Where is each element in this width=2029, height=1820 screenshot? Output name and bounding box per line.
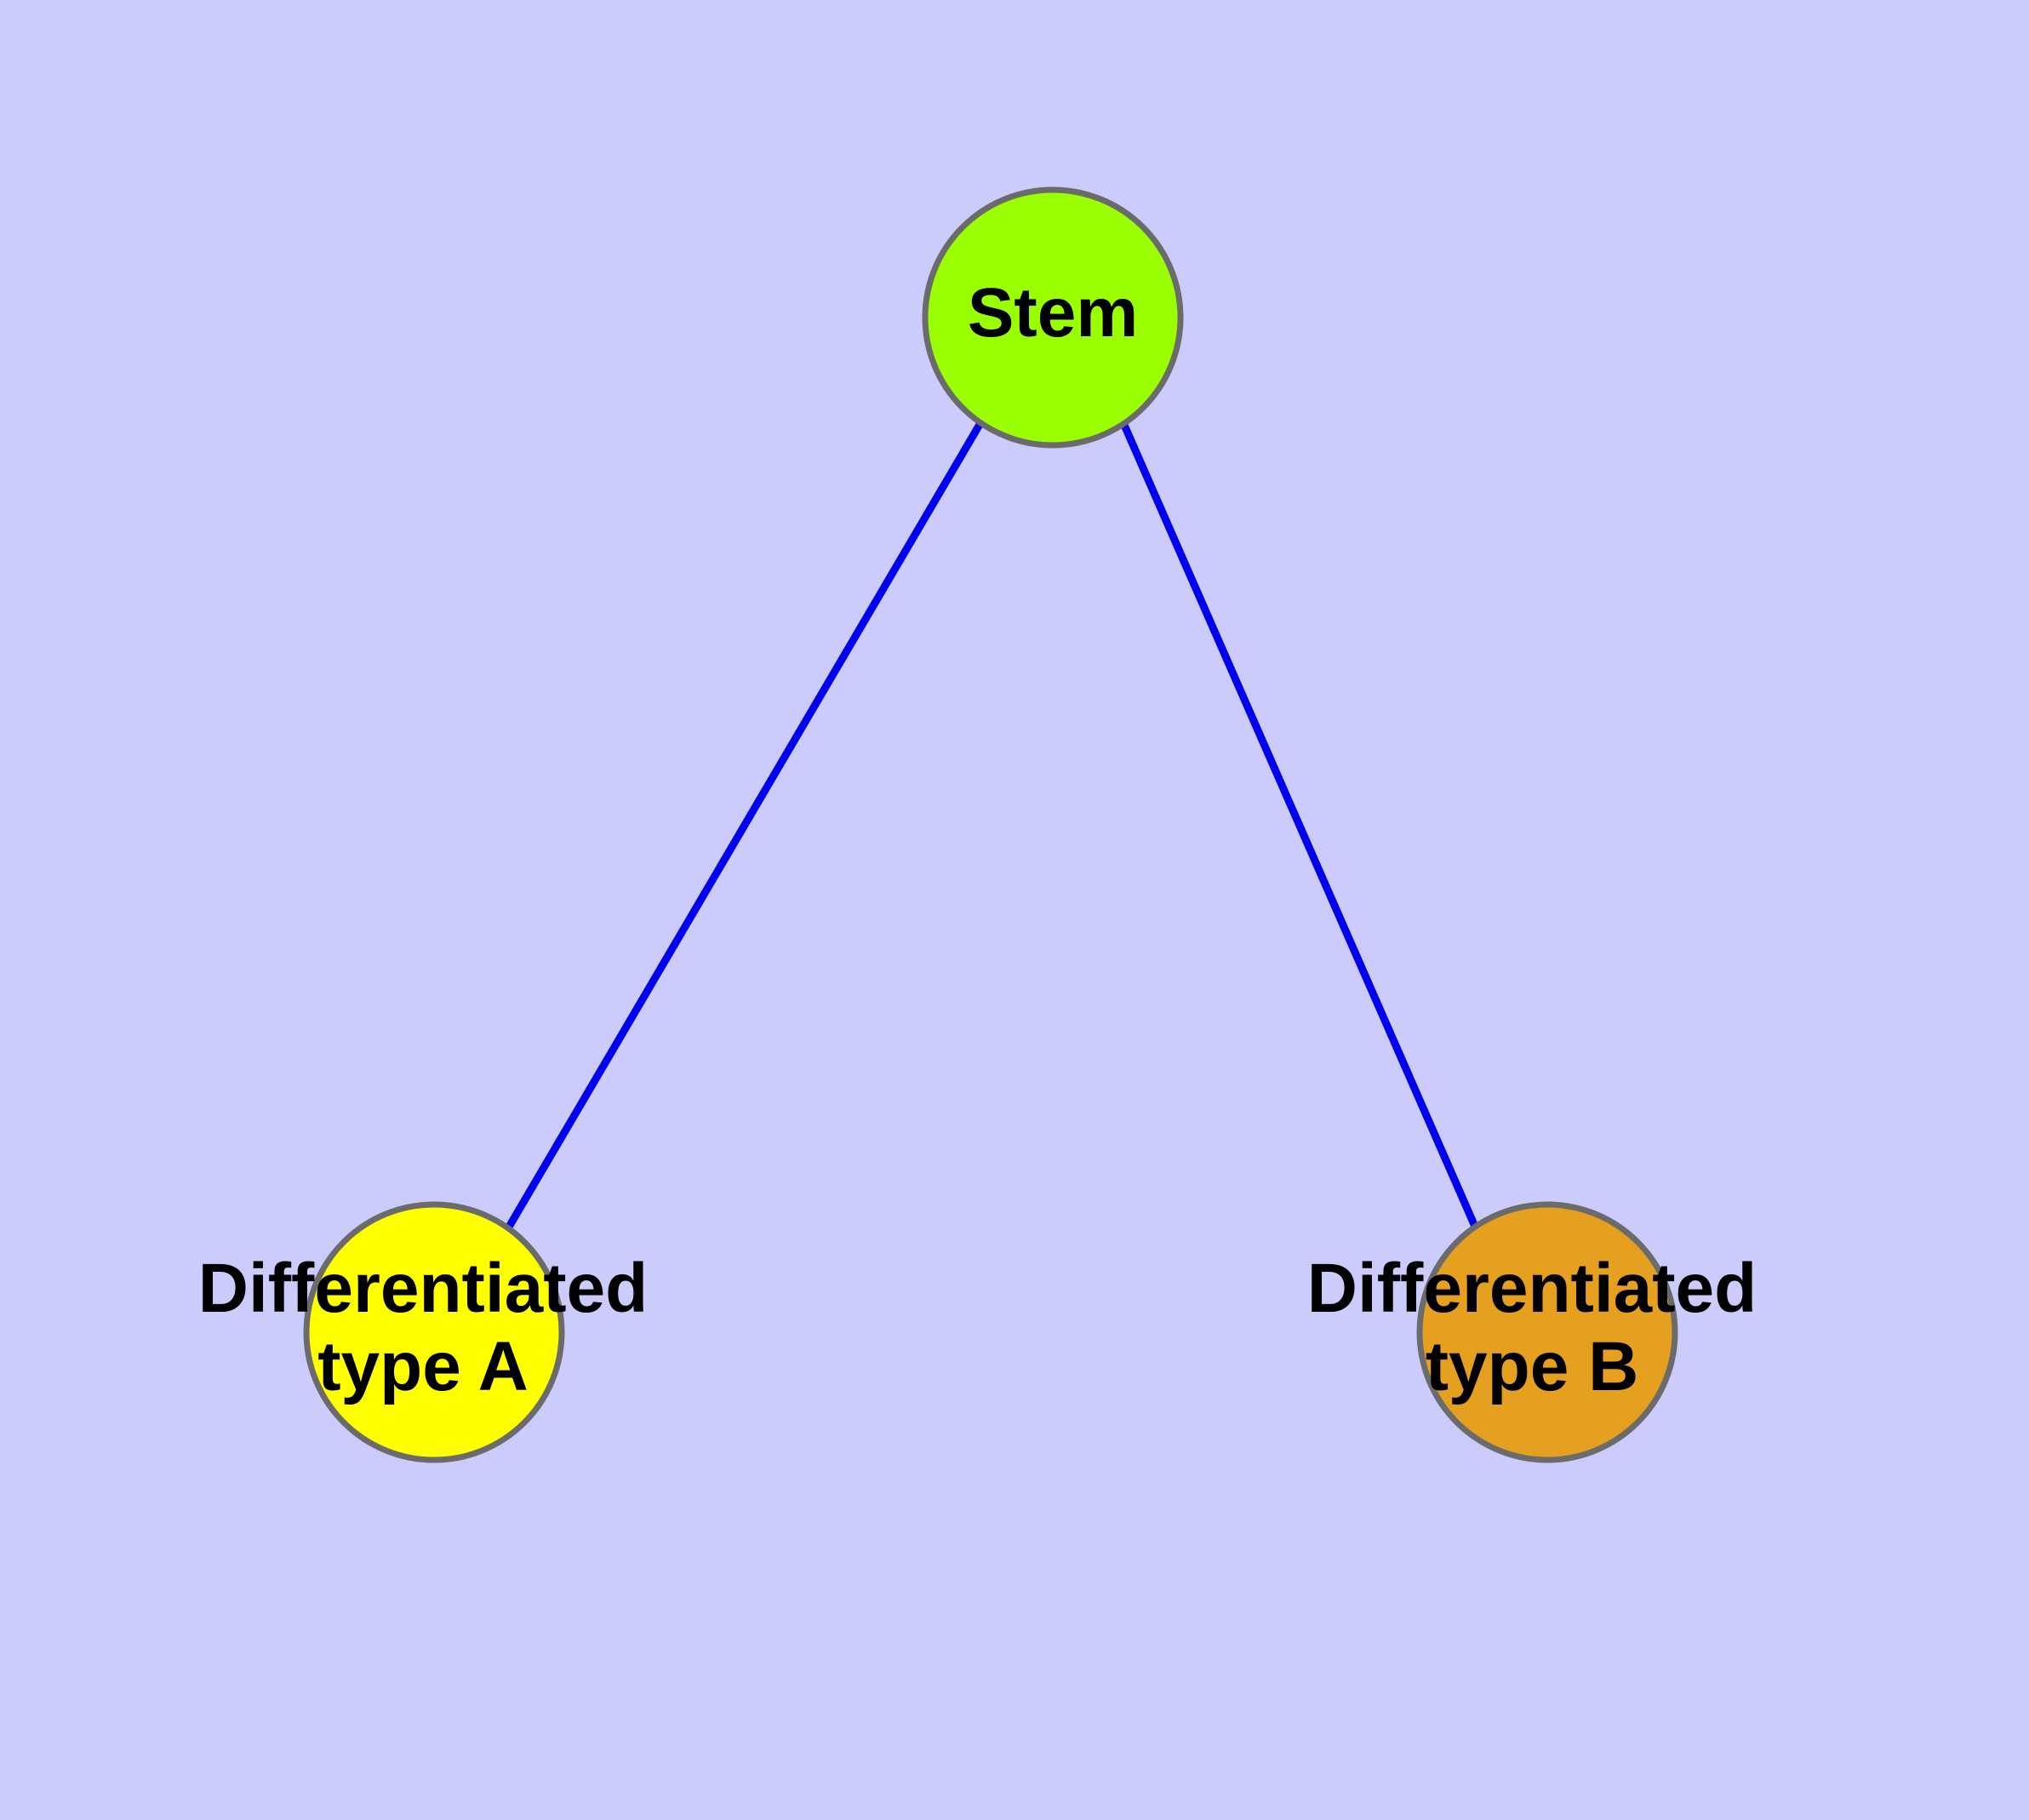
edges-layer — [505, 421, 1480, 1231]
node-label-line: type A — [317, 1328, 529, 1405]
edge-stem-diff-b[interactable] — [1119, 421, 1480, 1230]
node-label-line: Stem — [968, 274, 1139, 352]
edge-stem-diff-a[interactable] — [505, 421, 984, 1231]
node-label-line: type B — [1426, 1328, 1639, 1405]
node-label-line: Differentiated — [198, 1250, 649, 1327]
node-label-stem: Stem — [968, 274, 1139, 352]
node-label-line: Differentiated — [1307, 1250, 1758, 1327]
nodes-layer — [303, 186, 1678, 1463]
node-diff_b[interactable] — [1416, 1201, 1678, 1463]
node-stem[interactable] — [922, 186, 1184, 449]
node-diff_a[interactable] — [303, 1201, 565, 1463]
